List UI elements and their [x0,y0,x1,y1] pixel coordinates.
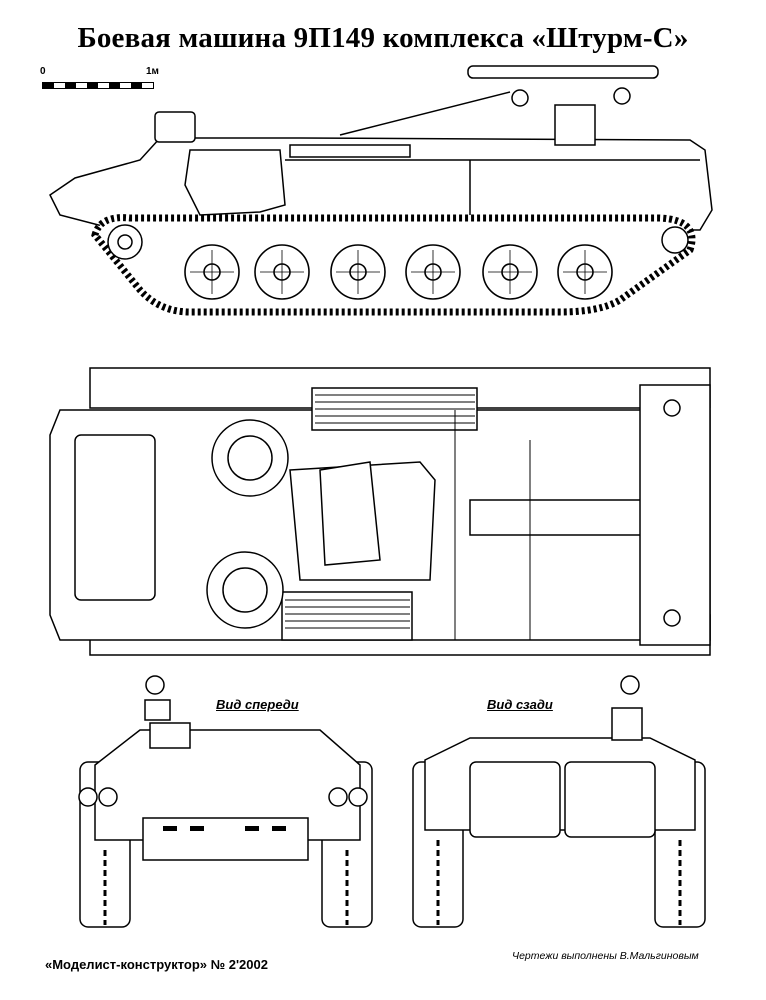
scale-ruler [42,82,154,89]
scale-end-label: 1м [146,66,159,77]
rear-view-drawing [412,675,706,928]
author-credit: Чертежи выполнены В.Мальгиновым [512,950,699,962]
magazine-credit: «Моделист-конструктор» № 2'2002 [45,957,268,972]
front-view-label: Вид спереди [216,697,299,712]
scale-start-label: 0 [40,66,46,77]
top-view-drawing [49,367,711,656]
rear-view-label: Вид сзади [487,697,553,712]
scale-bar: 0 1м [38,66,170,96]
drawing-title: Боевая машина 9П149 комплекса «Штурм-С» [77,22,689,54]
front-view-drawing [78,675,373,928]
side-view-drawing [49,65,713,316]
